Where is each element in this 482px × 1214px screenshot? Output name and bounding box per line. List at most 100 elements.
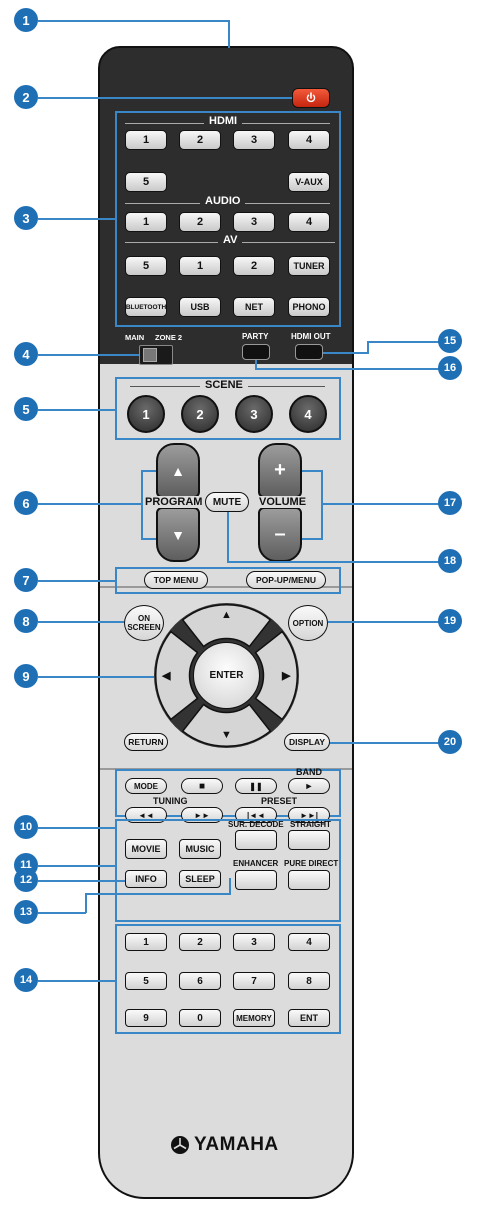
num-1-button[interactable]: 1 bbox=[125, 933, 167, 951]
yamaha-tuning-fork-icon bbox=[171, 1136, 189, 1154]
volume-down-button[interactable]: – bbox=[258, 507, 302, 562]
callout-12: 12 bbox=[14, 868, 38, 892]
audio-5-button[interactable]: 5 bbox=[125, 256, 167, 276]
enter-button[interactable]: ENTER bbox=[193, 642, 260, 709]
playback-group bbox=[115, 769, 341, 817]
memory-button[interactable]: MEMORY bbox=[233, 1009, 275, 1027]
play-button[interactable]: ► bbox=[288, 778, 330, 794]
av-title: AV bbox=[218, 234, 243, 246]
hdmi-1-button[interactable]: 1 bbox=[125, 130, 167, 150]
num-0-button[interactable]: 0 bbox=[179, 1009, 221, 1027]
callout-19: 19 bbox=[438, 609, 462, 633]
music-button[interactable]: MUSIC bbox=[179, 839, 221, 859]
callout-line-17 bbox=[321, 470, 323, 540]
dpad-down-segment[interactable] bbox=[181, 703, 272, 748]
av-1-button[interactable]: 1 bbox=[179, 256, 221, 276]
hdmi-3-button[interactable]: 3 bbox=[233, 130, 275, 150]
audio-1-button[interactable]: 1 bbox=[125, 212, 167, 232]
pure-direct-label: PURE DIRECT bbox=[284, 859, 339, 868]
hdmi-2-button[interactable]: 2 bbox=[179, 130, 221, 150]
num-3-button[interactable]: 3 bbox=[233, 933, 275, 951]
scene-1-button[interactable]: 1 bbox=[127, 395, 165, 433]
phono-button[interactable]: PHONO bbox=[288, 297, 330, 317]
num-6-button[interactable]: 6 bbox=[179, 972, 221, 990]
callout-20: 20 bbox=[438, 730, 462, 754]
straight-button[interactable] bbox=[288, 830, 330, 850]
arrow-left-icon: ◀ bbox=[162, 670, 171, 682]
v-aux-button[interactable]: V-AUX bbox=[288, 172, 330, 192]
sleep-button[interactable]: SLEEP bbox=[179, 870, 221, 888]
on-screen-line1: ON bbox=[138, 614, 150, 623]
num-5-button[interactable]: 5 bbox=[125, 972, 167, 990]
program-up-button[interactable]: ▲ bbox=[156, 443, 200, 498]
scene-group bbox=[115, 377, 341, 440]
callout-line-13 bbox=[38, 912, 86, 914]
zone-switch[interactable] bbox=[139, 345, 173, 365]
enhancer-button[interactable] bbox=[235, 870, 277, 890]
audio-title: AUDIO bbox=[200, 195, 246, 207]
scene-4-button[interactable]: 4 bbox=[289, 395, 327, 433]
top-menu-button[interactable]: TOP MENU bbox=[144, 571, 208, 589]
power-icon bbox=[306, 92, 316, 103]
movie-button[interactable]: MOVIE bbox=[125, 839, 167, 859]
callout-8: 8 bbox=[14, 609, 38, 633]
av-2-button[interactable]: 2 bbox=[233, 256, 275, 276]
hdmi-out-button[interactable] bbox=[295, 344, 323, 360]
num-2-button[interactable]: 2 bbox=[179, 933, 221, 951]
sur-decode-button[interactable] bbox=[235, 830, 277, 850]
arrow-right-icon: ▶ bbox=[282, 670, 291, 682]
hdmi-5-button[interactable]: 5 bbox=[125, 172, 167, 192]
pause-button[interactable]: ❚❚ bbox=[235, 778, 277, 794]
ent-button[interactable]: ENT bbox=[288, 1009, 330, 1027]
display-button[interactable]: DISPLAY bbox=[284, 733, 330, 751]
callout-9: 9 bbox=[14, 664, 38, 688]
callout-line-15 bbox=[368, 341, 440, 343]
bluetooth-button[interactable]: BLUETOOTH bbox=[125, 297, 167, 317]
mute-button[interactable]: MUTE bbox=[205, 492, 249, 512]
scene-3-button[interactable]: 3 bbox=[235, 395, 273, 433]
callout-line-9 bbox=[38, 676, 154, 678]
program-down-button[interactable]: ▼ bbox=[156, 507, 200, 562]
callout-line-17 bbox=[302, 470, 322, 472]
return-button[interactable]: RETURN bbox=[124, 733, 168, 751]
tuner-button[interactable]: TUNER bbox=[288, 256, 330, 276]
info-button[interactable]: INFO bbox=[125, 870, 167, 888]
dpad-left-segment[interactable] bbox=[154, 630, 199, 721]
party-button[interactable] bbox=[242, 344, 270, 360]
callout-15: 15 bbox=[438, 329, 462, 353]
pure-direct-button[interactable] bbox=[288, 870, 330, 890]
callout-3: 3 bbox=[14, 206, 38, 230]
audio-3-button[interactable]: 3 bbox=[233, 212, 275, 232]
num-4-button[interactable]: 4 bbox=[288, 933, 330, 951]
callout-line-6 bbox=[141, 470, 143, 540]
arrow-up-icon: ▲ bbox=[221, 609, 232, 621]
on-screen-button[interactable]: ON SCREEN bbox=[124, 605, 164, 641]
num-8-button[interactable]: 8 bbox=[288, 972, 330, 990]
callout-line-13 bbox=[229, 878, 231, 895]
callout-line-7 bbox=[38, 580, 115, 582]
scene-2-button[interactable]: 2 bbox=[181, 395, 219, 433]
stop-button[interactable]: ■ bbox=[181, 778, 223, 794]
num-7-button[interactable]: 7 bbox=[233, 972, 275, 990]
audio-4-button[interactable]: 4 bbox=[288, 212, 330, 232]
callout-line-19 bbox=[328, 621, 440, 623]
callout-line-12 bbox=[38, 880, 125, 882]
net-button[interactable]: NET bbox=[233, 297, 275, 317]
dpad-up-segment[interactable] bbox=[181, 603, 272, 648]
dpad-right-segment[interactable] bbox=[254, 630, 299, 721]
callout-line-11 bbox=[38, 865, 115, 867]
num-9-button[interactable]: 9 bbox=[125, 1009, 167, 1027]
zone-switch-knob[interactable] bbox=[143, 348, 157, 362]
mode-button[interactable]: MODE bbox=[125, 778, 167, 794]
audio-2-button[interactable]: 2 bbox=[179, 212, 221, 232]
option-button[interactable]: OPTION bbox=[288, 605, 328, 641]
av-title-line bbox=[275, 242, 335, 243]
usb-button[interactable]: USB bbox=[179, 297, 221, 317]
popup-menu-button[interactable]: POP-UP/MENU bbox=[246, 571, 326, 589]
numeric-group bbox=[115, 924, 341, 1034]
callout-17: 17 bbox=[438, 491, 462, 515]
callout-line-8 bbox=[38, 621, 124, 623]
power-button[interactable] bbox=[292, 88, 330, 108]
hdmi-4-button[interactable]: 4 bbox=[288, 130, 330, 150]
